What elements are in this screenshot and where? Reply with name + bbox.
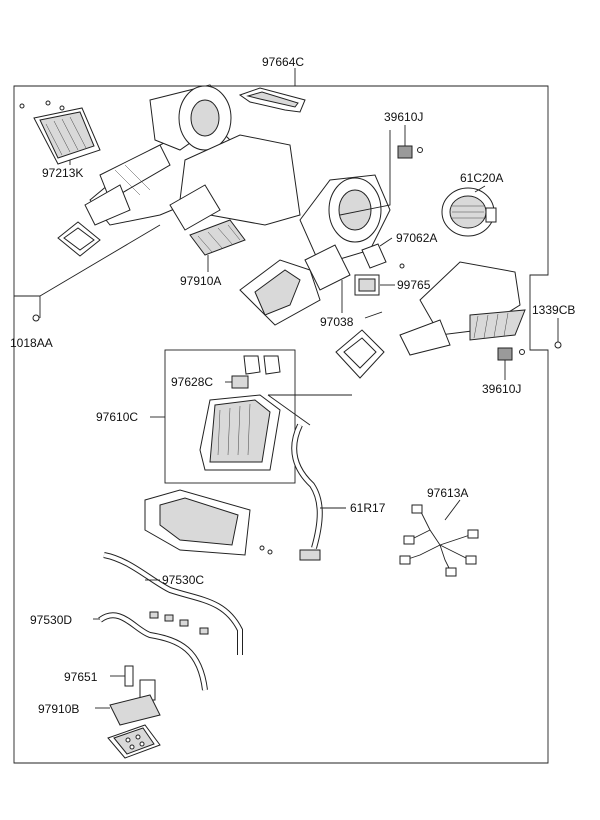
- hose-97530c: [103, 552, 243, 655]
- leader-97613a: [444, 499, 461, 521]
- center-duct: [169, 134, 301, 256]
- actuator-99765: [354, 274, 380, 296]
- right-housing: [399, 261, 526, 356]
- lower-duct-shroud: [144, 489, 273, 556]
- resistor-97062a: [361, 243, 405, 269]
- label-97213k: 97213K: [42, 166, 83, 180]
- leader-97062a: [379, 237, 393, 247]
- label-97530d: 97530D: [30, 613, 72, 627]
- label-97610c: 97610C: [96, 410, 138, 424]
- label-97664c: 97664C: [262, 55, 304, 69]
- leader-61c20a: [474, 185, 486, 193]
- label-1339cb: 1339CB: [532, 303, 575, 317]
- label-97530c: 97530C: [162, 573, 204, 587]
- harness-97613a: [399, 504, 479, 577]
- blower-housing: [299, 174, 391, 291]
- label-61c20a: 61C20A: [460, 171, 503, 185]
- module-box: [164, 349, 296, 484]
- label-97910a: 97910A: [180, 274, 221, 288]
- nut-1339cb: [554, 341, 562, 349]
- fastener-39610j-top: [397, 145, 423, 159]
- tube-61r17: [291, 423, 323, 561]
- module-97610c: [199, 394, 281, 471]
- top-seal: [238, 87, 306, 113]
- left-duct-housing: [84, 84, 241, 226]
- label-39610j-bottom: 39610J: [482, 382, 521, 396]
- part-97651: [124, 665, 156, 701]
- hose-97530d: [98, 611, 209, 691]
- gasket-center: [335, 329, 385, 379]
- label-97910b: 97910B: [38, 702, 79, 716]
- cover-97213k: [19, 100, 101, 165]
- screw-1018aa: [32, 314, 40, 322]
- bolt-97038: [341, 280, 383, 319]
- label-1018aa: 1018AA: [10, 336, 53, 350]
- label-99765: 99765: [397, 278, 431, 292]
- filter-97910b: [107, 694, 161, 759]
- label-97651: 97651: [64, 670, 98, 684]
- blower-motor-61c20a: [441, 187, 497, 237]
- leader-module-b: [267, 394, 311, 426]
- label-97613a: 97613A: [427, 486, 468, 500]
- label-97628c: 97628C: [171, 375, 213, 389]
- gasket-left: [57, 221, 101, 257]
- sensor-97628c: [231, 355, 281, 389]
- label-97062a: 97062A: [396, 231, 437, 245]
- leader-1018aa-diag: [39, 224, 161, 297]
- fastener-39610j-bottom: [497, 347, 525, 361]
- label-61r17: 61R17: [350, 501, 386, 515]
- assembly-frame: [13, 85, 549, 764]
- lower-duct: [239, 259, 321, 326]
- leader-39610j-top-b: [339, 130, 391, 216]
- label-97038: 97038: [320, 315, 354, 329]
- label-39610j-top: 39610J: [384, 110, 423, 124]
